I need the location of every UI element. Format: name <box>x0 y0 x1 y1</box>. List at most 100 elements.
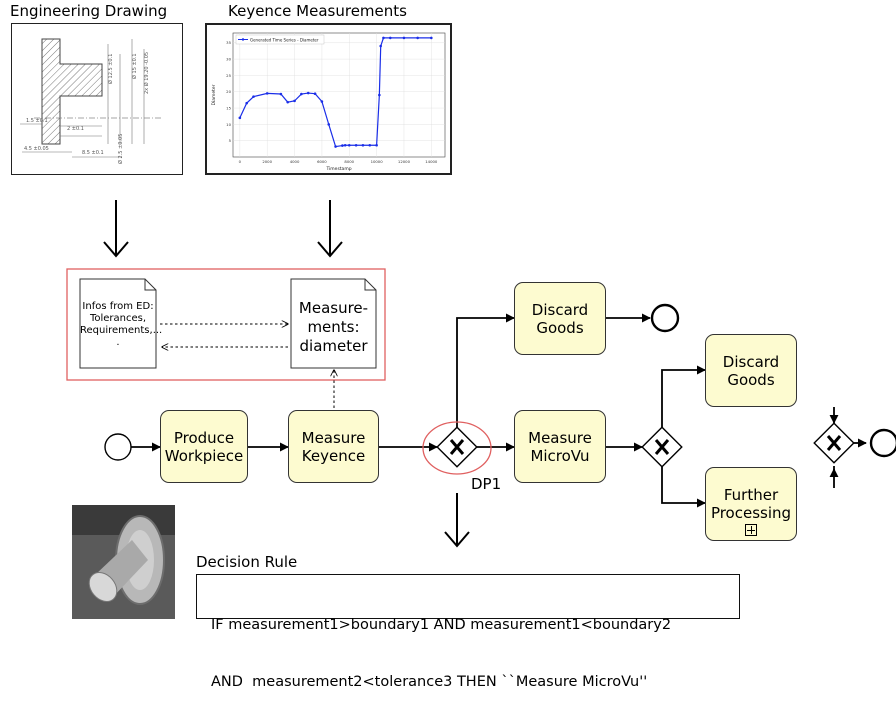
data-point <box>293 99 296 103</box>
dp1-highlight <box>422 421 492 475</box>
plot-area <box>232 32 446 158</box>
x-tick-label: 4000 <box>290 159 300 164</box>
data-point <box>320 100 324 103</box>
exclusive-gateway-icon <box>436 426 478 468</box>
infos-line-3: Requirements,... <box>80 325 163 336</box>
task-label-line: Goods <box>727 370 775 389</box>
svg-text:Ø 15 ±0.1: Ø 15 ±0.1 <box>131 53 138 79</box>
y-tick-label: 5 <box>229 138 232 143</box>
infos-line-2: Tolerances, <box>89 313 147 324</box>
workpiece-photo <box>72 505 175 619</box>
data-point <box>368 143 372 147</box>
y-tick-label: 25 <box>226 73 231 78</box>
technical-drawing-graphic: Ø 12.5 ±0.1 Ø 15 ±0.1 2x Ø 19.20 -0.05 Ø… <box>20 38 162 164</box>
infos-document: Infos from ED: Tolerances, Requirements,… <box>80 301 163 349</box>
decision-rule-title: Decision Rule <box>196 553 298 571</box>
x-tick-label: 8000 <box>344 159 354 164</box>
x-axis-label: Timestamp <box>325 166 351 172</box>
data-point <box>313 92 317 95</box>
task-label-line: Measure <box>528 428 592 447</box>
measurements-line-2: ments: <box>307 318 360 336</box>
measurements-document: Measure- ments: diameter <box>291 299 376 356</box>
task-label-line: Further <box>723 486 779 504</box>
measurements-line-1: Measure- <box>298 299 369 317</box>
data-point <box>416 36 419 40</box>
down-arrow-icon <box>103 200 129 258</box>
engineering-drawing-image: Ø 12.5 ±0.1 Ø 15 ±0.1 2x Ø 19.20 -0.05 Ø… <box>11 23 183 175</box>
decision-rule-box: IF measurement1>boundary1 AND measuremen… <box>196 574 740 690</box>
data-point <box>402 36 406 40</box>
svg-text:1.5 ±0.1: 1.5 ±0.1 <box>26 118 48 124</box>
svg-text:2x Ø 19.20 -0.05: 2x Ø 19.20 -0.05 <box>143 52 150 94</box>
data-point <box>252 95 255 98</box>
svg-text:Ø 2.5 ±0.05: Ø 2.5 ±0.05 <box>117 134 124 164</box>
data-point <box>265 92 269 95</box>
chart-legend: Generated Time Series - Diameter <box>235 34 325 45</box>
data-point <box>245 101 248 105</box>
task-label-line: Produce <box>173 428 235 447</box>
data-point <box>382 36 385 40</box>
y-tick-label: 15 <box>226 105 231 110</box>
data-point <box>238 116 242 120</box>
svg-text:4.5 ±0.05: 4.5 ±0.05 <box>24 146 49 152</box>
end-event-icon <box>650 303 680 333</box>
exclusive-gateway-icon <box>641 426 683 468</box>
y-axis-label: Diameter <box>211 84 217 105</box>
data-point <box>375 143 378 147</box>
exclusive-gateway-icon <box>813 422 855 464</box>
data-point <box>379 44 383 48</box>
subprocess-plus-icon <box>745 524 757 536</box>
down-arrow-icon <box>317 200 343 258</box>
engineering-drawing-title: Engineering Drawing <box>10 2 168 20</box>
infos-line-1: Infos from ED: <box>82 301 154 312</box>
data-point <box>347 143 351 147</box>
data-point <box>430 36 433 40</box>
data-point <box>327 123 331 126</box>
y-tick-label: 20 <box>226 89 231 94</box>
svg-text:2 ±0.1: 2 ±0.1 <box>67 126 84 132</box>
task-label-line: Goods <box>536 318 584 337</box>
data-point <box>378 93 381 97</box>
data-point <box>306 91 310 95</box>
svg-text:Ø 12.5 ±0.1: Ø 12.5 ±0.1 <box>107 54 114 84</box>
y-tick-label: 30 <box>226 57 231 62</box>
data-point <box>286 100 290 104</box>
task-label-line: Discard <box>531 300 589 319</box>
decision-rule-line-1: IF measurement1>boundary1 AND measuremen… <box>211 617 672 633</box>
task-label-line: Measure <box>301 428 366 447</box>
data-point <box>343 143 347 147</box>
x-tick-label: 6000 <box>317 159 327 164</box>
svg-text:8.5 ±0.1: 8.5 ±0.1 <box>82 150 104 156</box>
start-event-icon <box>104 433 132 461</box>
x-tick-label: 12000 <box>398 159 411 164</box>
task-label-line: Discard <box>722 352 780 371</box>
y-tick-label: 10 <box>226 122 231 127</box>
task-label-line: Workpiece <box>164 446 244 465</box>
dp1-label: DP1 <box>471 475 502 493</box>
data-point <box>388 36 392 40</box>
x-tick-label: 2000 <box>262 159 272 164</box>
data-point <box>300 92 303 96</box>
task-label-line: Processing <box>710 504 792 522</box>
data-point <box>354 143 358 147</box>
x-tick-label: 10000 <box>371 159 384 164</box>
data-point <box>334 145 337 148</box>
legend-label: Generated Time Series - Diameter <box>250 37 319 42</box>
end-event-icon <box>869 428 896 458</box>
decision-rule-line-2: AND measurement2<tolerance3 THEN ``Measu… <box>211 674 648 690</box>
keyence-measurements-title: Keyence Measurements <box>228 2 407 20</box>
infos-line-4: . <box>116 337 120 348</box>
x-tick-label: 0 <box>239 159 242 164</box>
task-label-line: MicroVu <box>530 446 590 465</box>
down-arrow-icon <box>444 493 470 548</box>
measurements-line-3: diameter <box>299 337 368 355</box>
data-point <box>341 144 344 147</box>
